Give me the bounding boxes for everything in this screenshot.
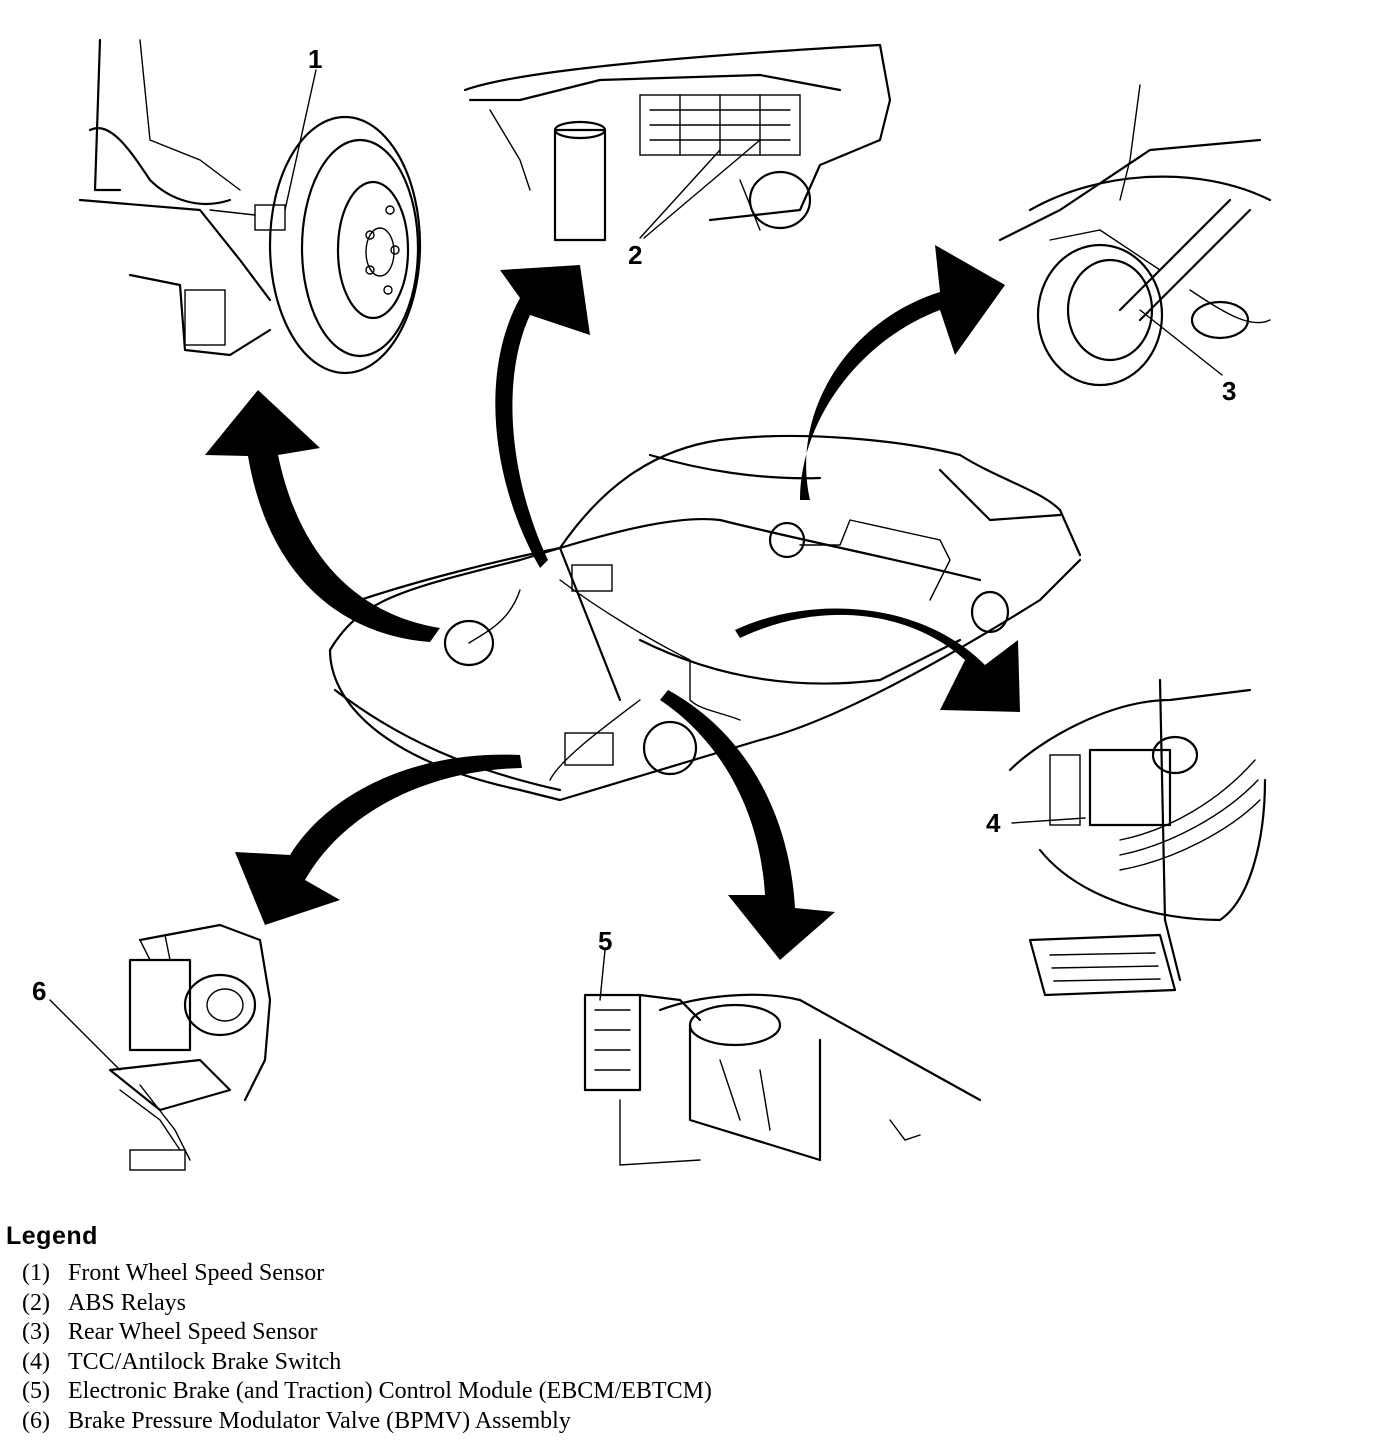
- arrow-to-rear-wheel-sensor: [800, 245, 1005, 500]
- callout-1: 1: [308, 44, 322, 74]
- arrow-to-abs-relays: [495, 265, 590, 568]
- legend-item-number: (3): [22, 1319, 50, 1345]
- inset-brake-switch: [1008, 678, 1267, 997]
- legend-item: (5) Electronic Brake (and Traction) Contr…: [22, 1377, 1206, 1407]
- arrow-to-brake-switch: [735, 608, 1020, 712]
- arrow-to-bpmv: [235, 754, 522, 925]
- legend-item-text: Electronic Brake (and Traction) Control …: [68, 1378, 712, 1404]
- legend-item: (3) Rear Wheel Speed Sensor: [22, 1318, 1206, 1348]
- legend-item: (2) ABS Relays: [22, 1289, 1206, 1319]
- legend-item-number: (1): [22, 1260, 50, 1286]
- arrow-to-control-module: [660, 690, 835, 960]
- legend-item-text: ABS Relays: [68, 1289, 187, 1316]
- legend-item: (1) Front Wheel Speed Sensor: [22, 1259, 1206, 1289]
- inset-control-module: [583, 949, 982, 1166]
- pointer-arrows: [205, 245, 1020, 960]
- legend-item: (6) Brake Pressure Modulator Valve (BPMV)…: [22, 1407, 1206, 1437]
- arrow-to-front-wheel-sensor: [205, 390, 440, 642]
- inset-rear-wheel: [998, 84, 1272, 387]
- callout-5: 5: [598, 926, 612, 956]
- legend-item: (4) TCC/Antilock Brake Switch: [22, 1348, 1206, 1378]
- legend-list: (1) Front Wheel Speed Sensor (2) ABS Relay…: [6, 1259, 1206, 1436]
- legend-item-text: Brake Pressure Modulator Valve (BPMV) As…: [68, 1407, 571, 1434]
- legend-item-number: (6): [22, 1407, 50, 1434]
- callout-4: 4: [986, 808, 1001, 838]
- legend-item-text: TCC/Antilock Brake Switch: [68, 1348, 342, 1375]
- inset-abs-relays: [463, 43, 892, 242]
- legend: Legend (1) Front Wheel Speed Sensor (2) AB…: [6, 1222, 1206, 1436]
- callout-2: 2: [628, 240, 642, 270]
- inset-bpmv: [49, 923, 272, 1171]
- legend-item-number: (5): [22, 1378, 50, 1404]
- legend-item-text: Front Wheel Speed Sensor: [68, 1260, 325, 1286]
- legend-item-number: (2): [22, 1289, 50, 1316]
- legend-title: Legend: [6, 1222, 98, 1250]
- inset-front-wheel: [78, 38, 422, 375]
- abs-component-location-diagram: 1 2 3: [32, 38, 1272, 1171]
- legend-item-number: (4): [22, 1348, 50, 1375]
- callout-3: 3: [1222, 376, 1236, 406]
- vehicle-outline: [328, 434, 1082, 802]
- legend-item-text: Rear Wheel Speed Sensor: [68, 1319, 318, 1345]
- callout-6: 6: [32, 976, 46, 1006]
